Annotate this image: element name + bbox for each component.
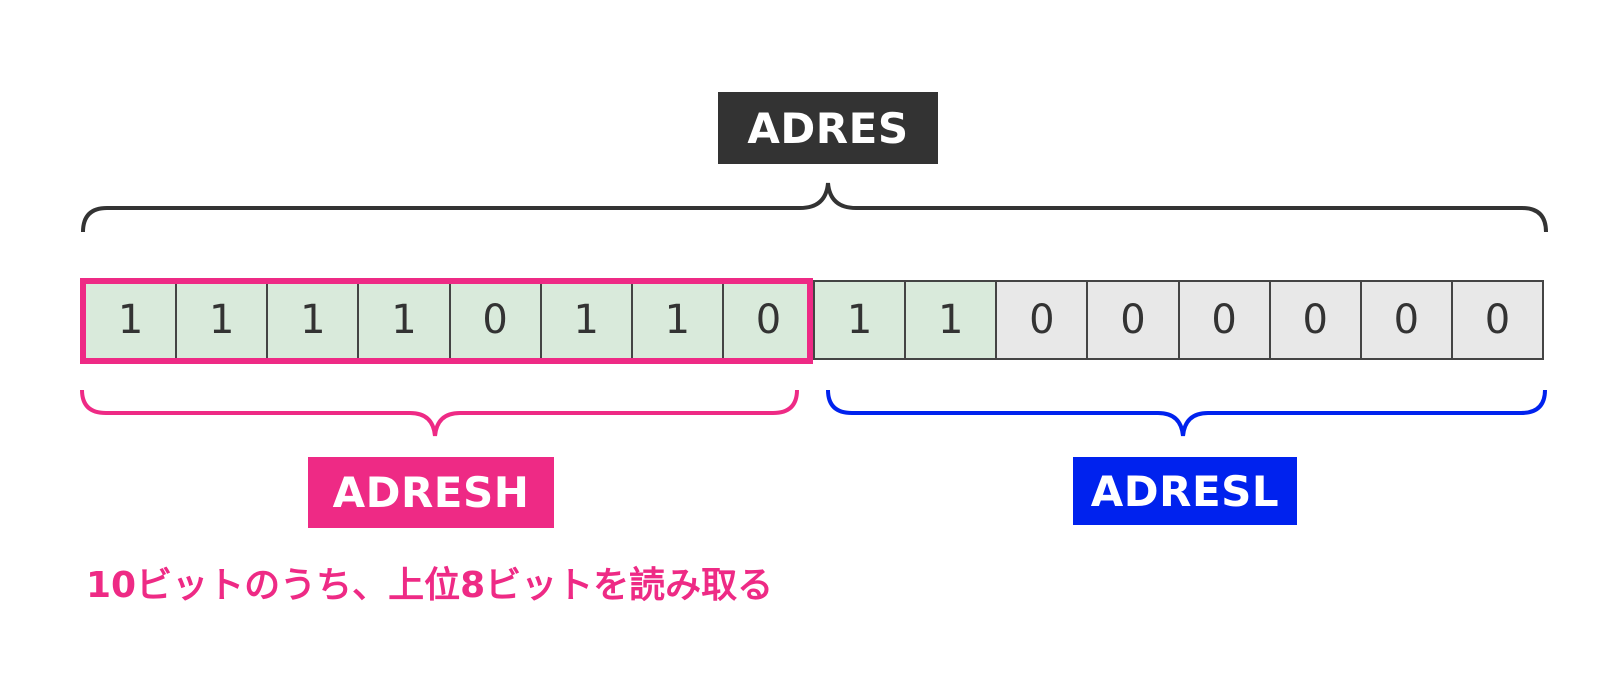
adresh-register-label: ADRESH	[308, 457, 554, 528]
bit-cell: 0	[1268, 280, 1362, 360]
adresh-brace	[80, 389, 799, 437]
bit-cell: 0	[721, 280, 815, 360]
bit-cell: 1	[357, 280, 451, 360]
bit-cell: 1	[175, 280, 269, 360]
bit-cell: 0	[1450, 280, 1544, 360]
bit-cell: 1	[630, 280, 724, 360]
bit-cell: 1	[904, 280, 998, 360]
bit-cell: 1	[539, 280, 633, 360]
caption-text: 10ビットのうち、上位8ビットを読み取る	[86, 565, 774, 606]
bit-cell: 0	[448, 280, 542, 360]
bit-cell: 1	[266, 280, 360, 360]
bit-cell: 0	[1086, 280, 1180, 360]
bit-cell: 0	[1359, 280, 1453, 360]
bit-cell: 0	[995, 280, 1089, 360]
bit-cell: 0	[1177, 280, 1271, 360]
bit-cell: 1	[84, 280, 178, 360]
adresl-register-label: ADRESL	[1073, 457, 1297, 525]
adres-register-label: ADRES	[718, 92, 938, 164]
adres-brace	[81, 182, 1548, 233]
bit-cell: 1	[813, 280, 907, 360]
adresl-brace	[826, 389, 1547, 437]
